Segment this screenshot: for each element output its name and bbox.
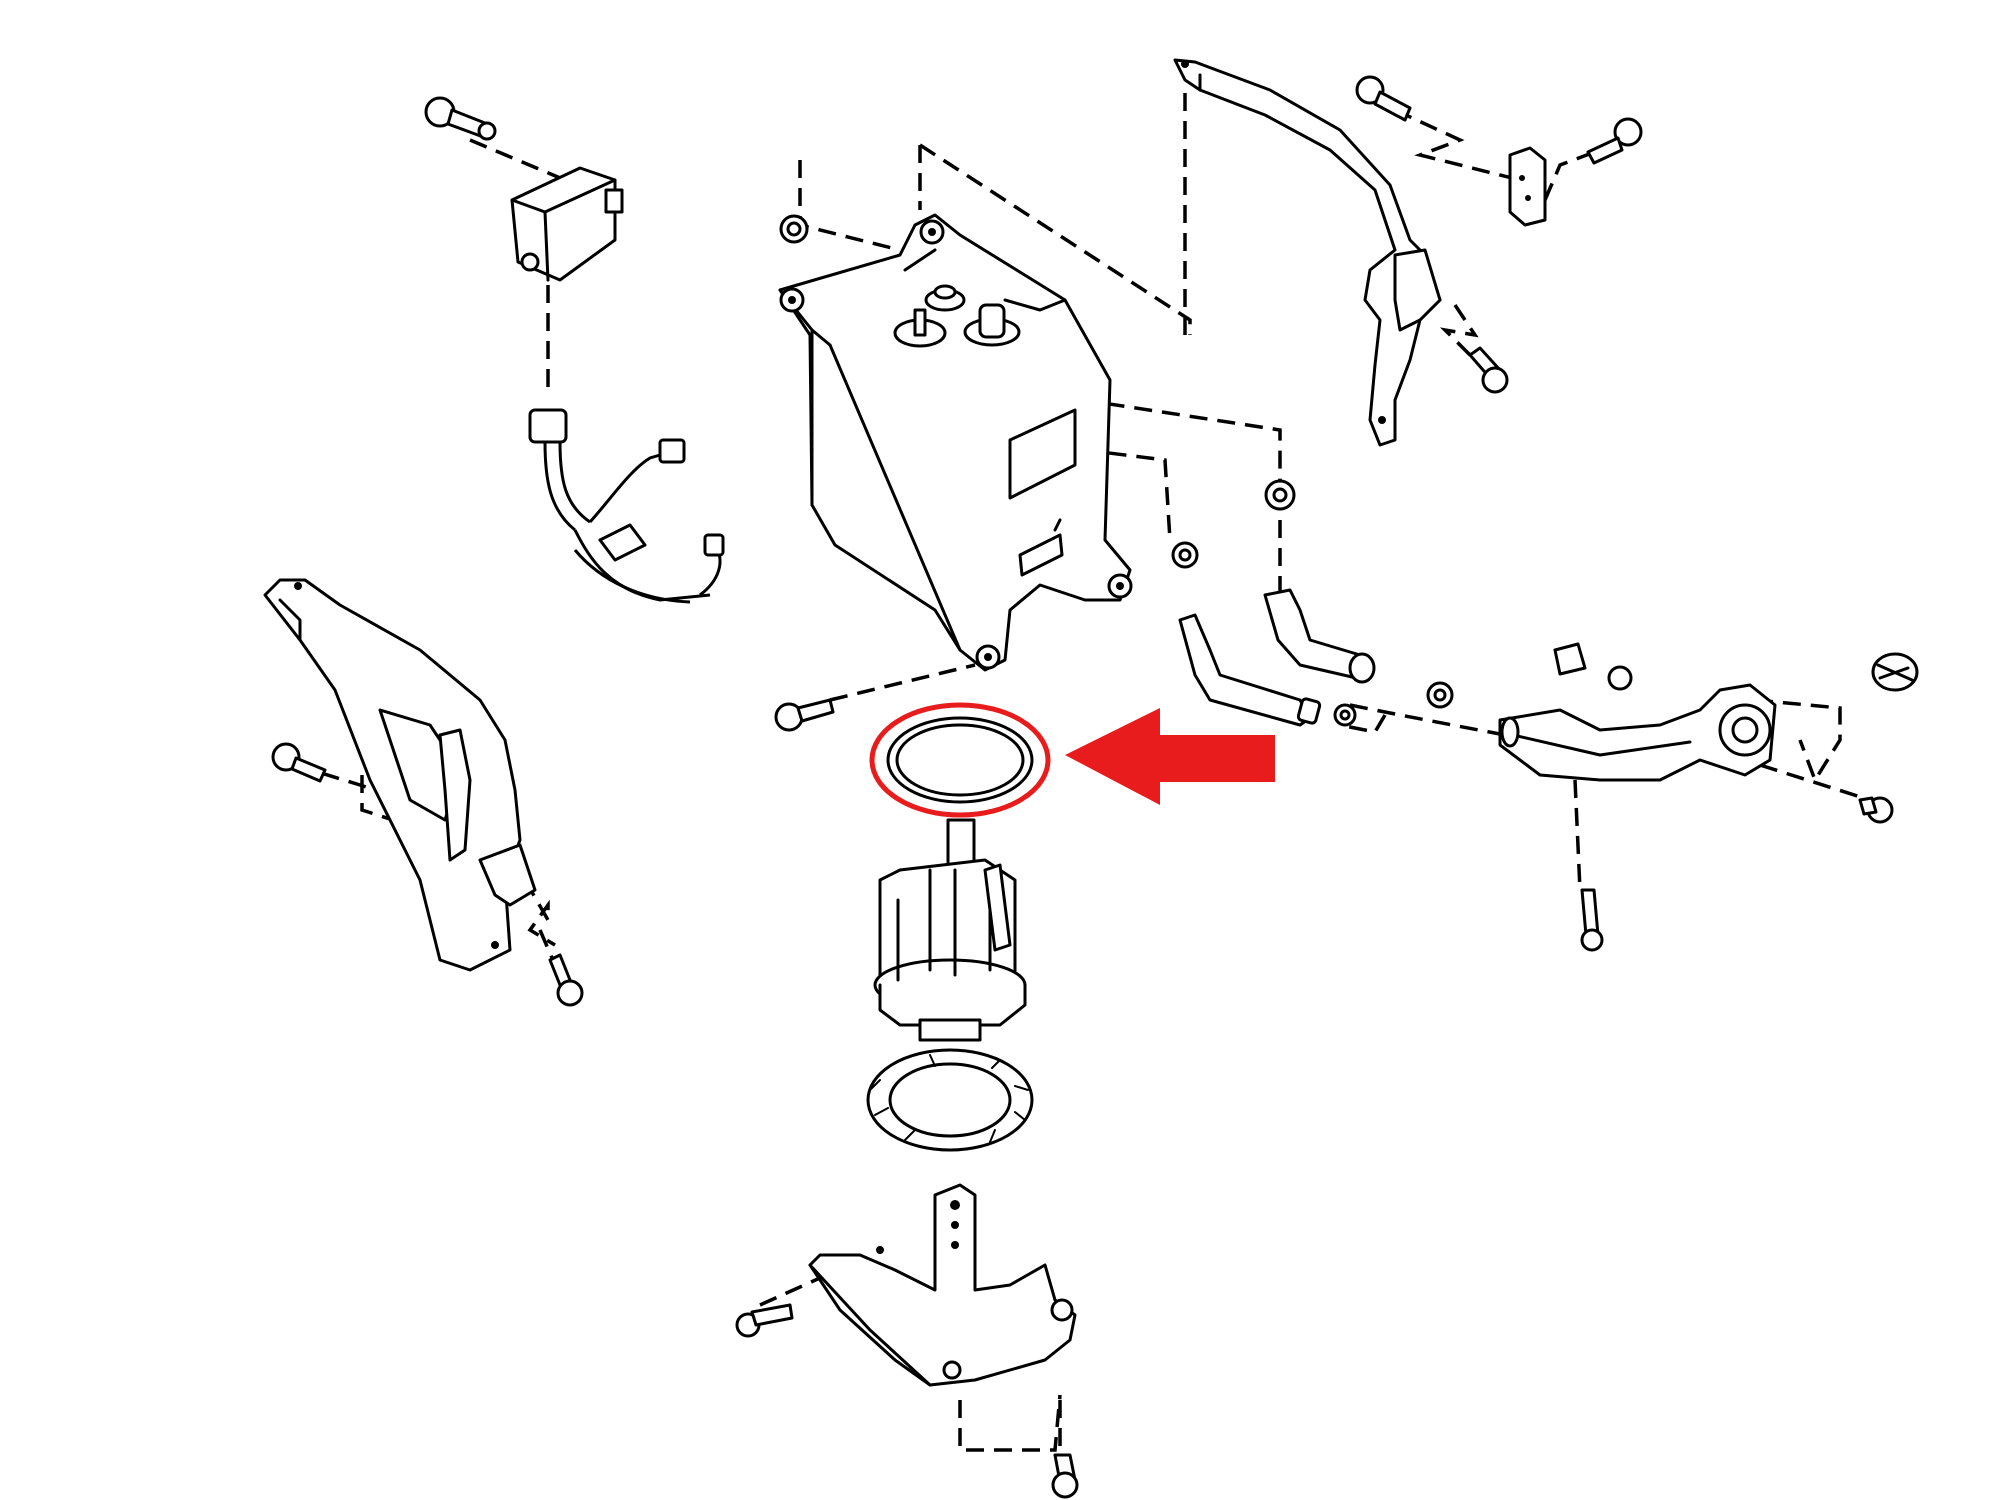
bolt-icon bbox=[1580, 888, 1604, 952]
bolt-icon bbox=[1858, 796, 1894, 824]
bolt-icon bbox=[1355, 75, 1412, 122]
fuel-pump-assembly bbox=[873, 818, 1027, 1042]
pump-retainer-ring bbox=[866, 1048, 1034, 1152]
clamp-icon bbox=[1264, 479, 1296, 511]
bolt-icon bbox=[1051, 1453, 1079, 1499]
highlight-arrow-icon bbox=[1065, 708, 1275, 805]
highlight-circle bbox=[869, 702, 1051, 818]
bolt-icon bbox=[774, 698, 835, 732]
fuel-tank bbox=[778, 213, 1133, 672]
fuel-filler-cap bbox=[1871, 652, 1919, 692]
canister-module bbox=[510, 166, 624, 282]
bolt-icon bbox=[1468, 346, 1509, 394]
nut-icon bbox=[1553, 642, 1633, 691]
clamp-icon bbox=[1333, 703, 1357, 727]
fuel-hose-a bbox=[1178, 613, 1322, 727]
mounting-bolts bbox=[271, 75, 1894, 1499]
bolt-icon bbox=[1586, 117, 1643, 165]
nut-icon bbox=[779, 214, 809, 244]
left-mounting-bracket bbox=[263, 578, 537, 972]
fuel-hose-b bbox=[1263, 588, 1376, 684]
bolt-icon bbox=[424, 96, 497, 141]
pump-bracket bbox=[808, 1183, 1077, 1387]
bolt-icon bbox=[548, 953, 584, 1007]
right-filler-bracket bbox=[1173, 58, 1547, 447]
fuel-pump-seal-ring bbox=[886, 716, 1034, 804]
clamp-icon bbox=[1171, 541, 1199, 569]
fuel-filler-pipe bbox=[1498, 683, 1777, 782]
wiring-harness bbox=[528, 408, 725, 604]
bolt-icon bbox=[735, 1303, 794, 1338]
bolt-icon bbox=[271, 742, 327, 783]
clamp-icon bbox=[1426, 681, 1454, 709]
